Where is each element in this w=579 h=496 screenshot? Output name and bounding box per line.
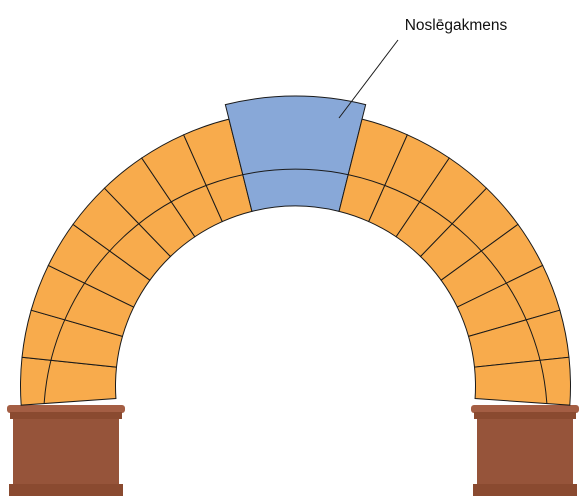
keystone-callout: Noslēgakmens <box>338 17 508 119</box>
left-pillar <box>7 405 125 496</box>
left-pillar-base <box>9 484 123 496</box>
keystone-label: Noslēgakmens <box>405 17 508 34</box>
callout-leader-line <box>338 39 399 119</box>
pillars <box>7 405 579 496</box>
left-pillar-body <box>13 418 119 486</box>
left-pillar-cap-lower <box>10 412 122 419</box>
voussoir <box>473 356 571 406</box>
right-pillar-base <box>473 484 577 496</box>
right-pillar-cap-lower <box>474 412 576 419</box>
arch-band-line <box>43 168 548 404</box>
right-pillar-body <box>477 418 573 486</box>
left-pillar-cap <box>7 405 125 413</box>
right-pillar-cap <box>471 405 579 413</box>
arch <box>20 95 571 406</box>
keystone <box>224 95 367 212</box>
right-pillar <box>471 405 579 496</box>
